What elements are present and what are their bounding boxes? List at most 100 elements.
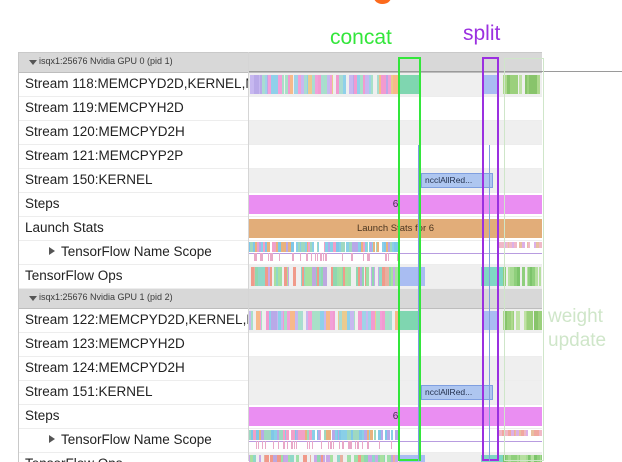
timeline-slice <box>333 242 336 252</box>
timeline-slice <box>389 267 391 286</box>
timeline-row[interactable]: Stream 118:MEMCPYD2D,KERNEL,ME <box>19 73 542 97</box>
namescope-tick <box>379 441 380 449</box>
namescope-tick <box>272 253 273 261</box>
step-bar[interactable]: 6 <box>249 195 542 214</box>
timeline-slice <box>249 430 251 440</box>
timeline-row[interactable]: TensorFlow Ops <box>19 453 542 462</box>
timeline-track[interactable]: ncclAllRed... <box>249 381 542 404</box>
timeline-slice <box>275 242 276 252</box>
timeline-slice <box>338 430 339 440</box>
timeline-track[interactable]: 6 <box>249 193 542 216</box>
timeline-slice <box>272 242 275 252</box>
chevron-right-icon[interactable] <box>49 435 55 443</box>
timeline-track[interactable]: Launch Stats for 6 <box>249 217 542 240</box>
timeline-row[interactable]: Stream 120:MEMCPYD2H <box>19 121 542 145</box>
timeline-slice <box>504 242 506 248</box>
timeline-slice <box>329 430 331 440</box>
timeline-track[interactable] <box>249 357 542 380</box>
timeline-slice <box>282 75 284 94</box>
timeline-slice <box>301 311 303 330</box>
concat-highlight-box <box>398 57 421 461</box>
timeline-track[interactable] <box>249 429 542 452</box>
timeline-track[interactable] <box>249 453 542 462</box>
timeline-slice <box>287 267 288 286</box>
timeline-slice <box>290 455 291 462</box>
timeline-slice <box>513 267 514 286</box>
timeline-slice <box>337 455 340 462</box>
timeline-slice <box>265 242 267 252</box>
timeline-slice <box>332 430 334 440</box>
trace-timeline-panel[interactable]: isqx1:25676 Nvidia GPU 0 (pid 1) Stream 1… <box>18 52 542 462</box>
timeline-slice <box>312 311 316 330</box>
namescope-tick <box>358 441 359 449</box>
timeline-slice <box>256 311 260 330</box>
nccl-allreduce-event[interactable]: ncclAllRed... <box>421 385 493 400</box>
timeline-slice <box>509 242 511 248</box>
nccl-allreduce-event[interactable]: ncclAllRed... <box>421 173 493 188</box>
timeline-slice <box>305 430 307 440</box>
timeline-slice <box>530 267 532 286</box>
group-header-0[interactable]: isqx1:25676 Nvidia GPU 0 (pid 1) <box>19 53 542 73</box>
timeline-slice <box>395 267 398 286</box>
timeline-slice <box>301 267 302 286</box>
timeline-slice <box>528 267 530 286</box>
timeline-slice <box>393 75 396 94</box>
timeline-slice <box>291 430 293 440</box>
timeline-row[interactable]: Stream 122:MEMCPYD2D,KERNEL,MI <box>19 309 542 333</box>
timeline-row-label: Stream 150:KERNEL <box>25 172 153 187</box>
timeline-slice <box>353 75 354 94</box>
timeline-slice <box>385 311 389 330</box>
namescope-tick <box>262 441 263 449</box>
annotation-concat: concat <box>330 26 392 49</box>
timeline-slice <box>507 75 510 94</box>
launch-stats-bar[interactable]: Launch Stats for 6 <box>249 219 542 238</box>
timeline-slice <box>370 430 373 440</box>
timeline-slice <box>317 267 319 286</box>
namescope-tick <box>271 253 272 261</box>
timeline-slice <box>316 267 317 286</box>
timeline-slice <box>376 242 377 252</box>
timeline-track[interactable] <box>249 309 542 332</box>
group-header-1[interactable]: isqx1:25676 Nvidia GPU 1 (pid 2) <box>19 289 542 309</box>
timeline-row[interactable]: Stream 119:MEMCPYH2D <box>19 97 542 121</box>
timeline-slice <box>533 267 535 286</box>
timeline-row[interactable]: Stream 123:MEMCPYH2D <box>19 333 542 357</box>
timeline-row[interactable]: Stream 124:MEMCPYD2H <box>19 357 542 381</box>
timeline-slice <box>360 242 361 252</box>
timeline-slice <box>343 242 345 252</box>
timeline-slice <box>285 430 286 440</box>
timeline-row-label: Stream 118:MEMCPYD2D,KERNEL,ME <box>25 76 266 91</box>
timeline-slice <box>395 455 398 462</box>
timeline-slice <box>314 430 315 440</box>
timeline-row[interactable]: Stream 150:KERNEL ncclAllRed... <box>19 169 542 193</box>
timeline-row[interactable]: TensorFlow Name Scope <box>19 429 542 453</box>
timeline-slice <box>385 267 389 286</box>
namescope-tick <box>254 253 255 261</box>
chevron-down-icon[interactable] <box>29 60 37 65</box>
timeline-slice <box>341 242 343 252</box>
chevron-right-icon[interactable] <box>49 247 55 255</box>
timeline-slice <box>535 267 537 286</box>
namescope-tick <box>323 253 324 261</box>
timeline-track[interactable] <box>249 121 542 144</box>
timeline-track[interactable] <box>249 73 542 96</box>
timeline-slice <box>374 430 376 440</box>
namescope-tick <box>291 441 292 449</box>
chevron-down-icon[interactable] <box>29 296 37 301</box>
timeline-track[interactable]: ncclAllRed... <box>249 169 542 192</box>
timeline-row[interactable]: TensorFlow Ops <box>19 265 542 289</box>
timeline-slice <box>369 242 370 252</box>
timeline-track[interactable]: 6 <box>249 405 542 428</box>
timeline-slice <box>363 75 365 94</box>
timeline-slice <box>298 75 301 94</box>
step-bar[interactable]: 6 <box>249 407 542 426</box>
namescope-tick <box>339 441 340 449</box>
timeline-slice <box>501 242 503 248</box>
timeline-slice <box>270 455 273 462</box>
timeline-slice-concat <box>399 75 421 94</box>
timeline-row[interactable]: Stream 121:MEMCPYP2P <box>19 145 542 169</box>
